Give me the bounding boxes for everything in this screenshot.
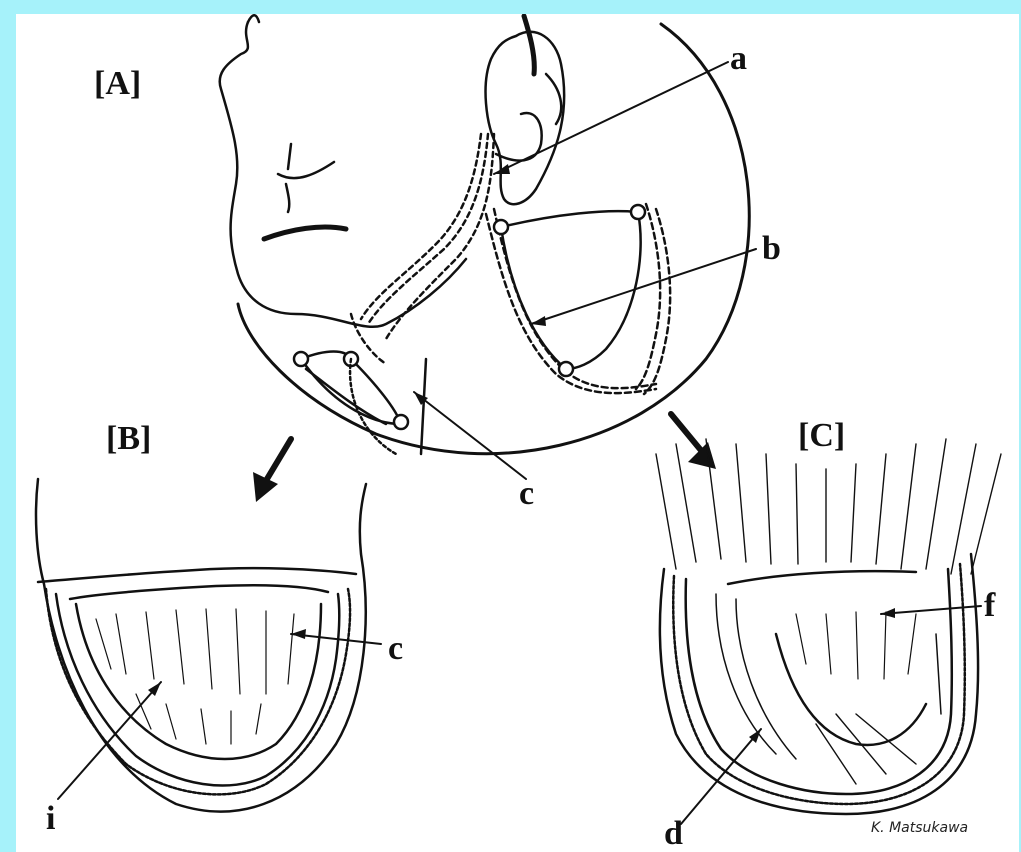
ear	[486, 32, 565, 204]
panel-label-a: [A]	[94, 65, 141, 102]
arrow-to-b	[264, 439, 291, 484]
panel-c-outline	[660, 554, 978, 814]
flap-b	[501, 211, 641, 369]
pointer-c-top	[414, 392, 526, 479]
pointer-f	[881, 606, 981, 614]
anatomical-illustration: [A] [B] [C] a b c c i f d K. Matsukawa	[16, 14, 1019, 852]
label-b: b	[762, 230, 781, 267]
label-d: d	[664, 815, 683, 852]
panel-a-drawing	[220, 15, 750, 454]
label-a: a	[730, 40, 747, 77]
pointer-i	[58, 682, 161, 799]
label-c-right: c	[388, 630, 403, 667]
face-profile	[220, 22, 466, 327]
panel-c-drawing	[656, 439, 1001, 814]
mouth	[264, 227, 346, 239]
panel-label-b: [B]	[106, 420, 151, 457]
pointer-b	[531, 249, 756, 324]
arrow-to-c	[671, 414, 704, 454]
artist-signature: K. Matsukawa	[871, 820, 968, 836]
label-c-top: c	[519, 475, 534, 512]
vessel-a	[361, 134, 481, 319]
panel-label-c: [C]	[798, 417, 845, 454]
pointer-a	[494, 62, 728, 174]
panel-b-drawing	[36, 479, 366, 812]
label-f: f	[984, 587, 996, 624]
illustration-canvas: [A] [B] [C] a b c c i f d K. Matsukawa	[16, 14, 1019, 852]
pointer-d	[681, 729, 761, 824]
eye	[278, 162, 334, 178]
label-i: i	[46, 800, 55, 837]
face-top	[248, 15, 259, 22]
